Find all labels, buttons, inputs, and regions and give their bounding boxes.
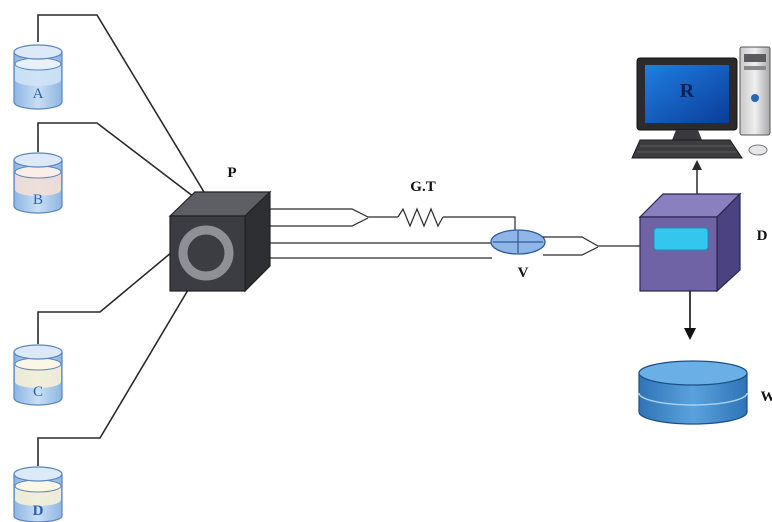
monitor-stand [672,130,702,140]
vial-rim [13,44,63,60]
detector-screen [653,227,709,251]
vial-rim [13,466,63,482]
pump-outlet-tubes: G.T [270,179,516,259]
vial-liquid [15,364,61,388]
reservoir-c-label: C [33,384,43,400]
gt-coil-icon [397,207,444,228]
waste-container: W [638,360,772,425]
valve-outlet-1 [543,236,599,247]
waste-body [638,372,748,425]
pc-drive-bay [744,54,766,62]
pc-drive-bay-2 [744,66,766,70]
vial-liquid-top [14,357,62,371]
detector: D [638,192,768,293]
reservoir-d: D [13,466,63,522]
recorder-computer: R [631,46,771,159]
tube-d [37,289,189,466]
pc-power-icon [751,94,759,102]
waste-rim [638,360,748,386]
vial-liquid-top [14,165,62,179]
detector-label: D [757,228,768,244]
vial-liquid-top [14,479,62,493]
waste-liquid-line [638,392,748,406]
vial-liquid-top [14,57,62,71]
outlet-tube-2 [270,217,369,227]
vial-rim [13,152,63,168]
waste-label: W [761,389,772,405]
detector-to-waste-arrow [684,291,696,340]
tube-c [37,251,173,344]
tube-a [37,14,205,193]
pump: P [168,165,272,293]
coil-to-valve-line [443,216,516,232]
pump-rotor-icon [178,225,234,281]
reservoir-c: C [13,344,63,406]
recorder-label: R [680,80,695,102]
keyboard-icon [631,139,743,159]
pump-label: P [227,165,236,181]
valve-outlet-2 [543,246,599,256]
reservoir-d-label: D [33,503,44,519]
valve-outlet-tubes [543,236,640,256]
valve-label: V [518,265,529,281]
vial-liquid [15,172,61,196]
reservoir-a-label: A [33,86,44,102]
arrow-head-up-icon [692,160,702,170]
monitor-screen [645,65,729,123]
vial-rim [13,344,63,360]
arrow-head-down-icon [684,328,696,340]
reservoir-tubes [37,14,205,466]
outlet-tube-1 [270,208,369,218]
detector-to-recorder-arrow [692,160,702,194]
reservoir-b-label: B [33,192,43,208]
reservoir-a: A [13,44,63,110]
mouse-icon [748,144,768,156]
valve: V [490,229,546,281]
tube-b [37,122,199,201]
reservoir-b: B [13,152,63,214]
coil-label: G.T [410,179,435,195]
